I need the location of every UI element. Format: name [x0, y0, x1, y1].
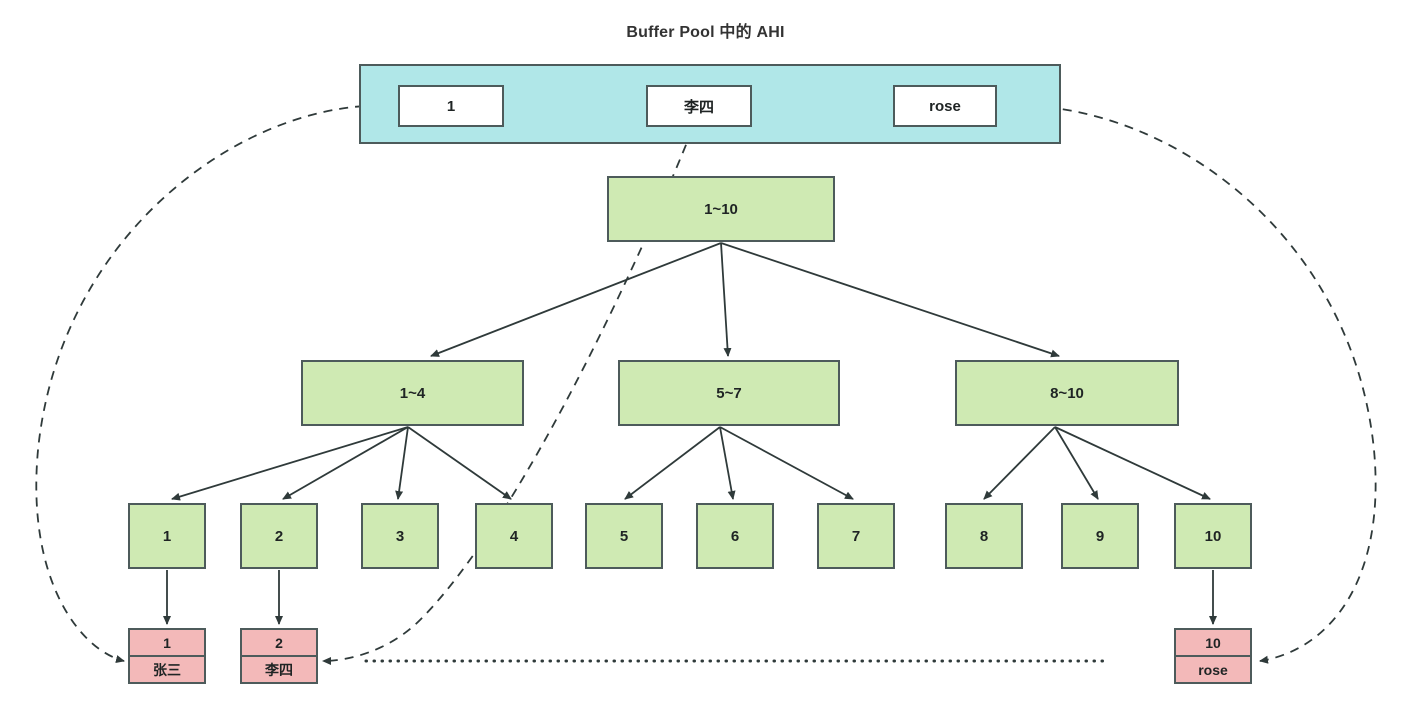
tree-leaf-label: 1	[162, 527, 172, 545]
tree-leaf-7[interactable]: 7	[817, 503, 895, 569]
tree-leaf-label: 6	[730, 527, 740, 545]
tree-node-internal-1-4[interactable]: 1~4	[301, 360, 524, 426]
record-name: 李四	[265, 661, 293, 678]
record-row-1[interactable]: 1 张三	[128, 628, 206, 684]
record-name: rose	[1198, 661, 1228, 678]
ahi-cell-1[interactable]: 1	[398, 85, 504, 127]
tree-edges	[163, 242, 1217, 625]
tree-leaf-label: 9	[1095, 527, 1105, 545]
tree-leaf-2[interactable]: 2	[240, 503, 318, 569]
tree-node-label: 1~10	[704, 200, 738, 218]
tree-leaf-1[interactable]: 1	[128, 503, 206, 569]
ahi-cell-label: rose	[929, 97, 961, 115]
tree-leaf-label: 3	[395, 527, 405, 545]
record-id: 1	[130, 630, 204, 657]
record-row-10[interactable]: 10 rose	[1174, 628, 1252, 684]
tree-leaf-3[interactable]: 3	[361, 503, 439, 569]
tree-leaf-10[interactable]: 10	[1174, 503, 1252, 569]
tree-leaf-label: 5	[619, 527, 629, 545]
page-title: Buffer Pool 中的 AHI	[626, 24, 785, 41]
tree-node-label: 8~10	[1050, 384, 1084, 402]
tree-leaf-4[interactable]: 4	[475, 503, 553, 569]
record-id: 2	[242, 630, 316, 657]
tree-node-internal-5-7[interactable]: 5~7	[618, 360, 840, 426]
record-name: 张三	[153, 661, 181, 678]
tree-node-internal-8-10[interactable]: 8~10	[955, 360, 1179, 426]
ahi-cell-label: 1	[446, 97, 456, 115]
tree-leaf-label: 10	[1204, 527, 1222, 545]
tree-leaf-label: 2	[274, 527, 284, 545]
tree-leaf-6[interactable]: 6	[696, 503, 774, 569]
ahi-cell-lisi[interactable]: 李四	[646, 85, 752, 127]
tree-leaf-label: 8	[979, 527, 989, 545]
tree-leaf-9[interactable]: 9	[1061, 503, 1139, 569]
tree-leaf-label: 4	[509, 527, 519, 545]
record-row-2[interactable]: 2 李四	[240, 628, 318, 684]
tree-node-root[interactable]: 1~10	[607, 176, 835, 242]
tree-leaf-8[interactable]: 8	[945, 503, 1023, 569]
tree-node-label: 1~4	[399, 384, 426, 402]
record-id: 10	[1176, 630, 1250, 657]
ahi-cell-label: 李四	[683, 98, 714, 116]
tree-leaf-5[interactable]: 5	[585, 503, 663, 569]
tree-leaf-label: 7	[851, 527, 861, 545]
tree-node-label: 5~7	[716, 384, 742, 402]
ahi-cell-rose[interactable]: rose	[893, 85, 997, 127]
